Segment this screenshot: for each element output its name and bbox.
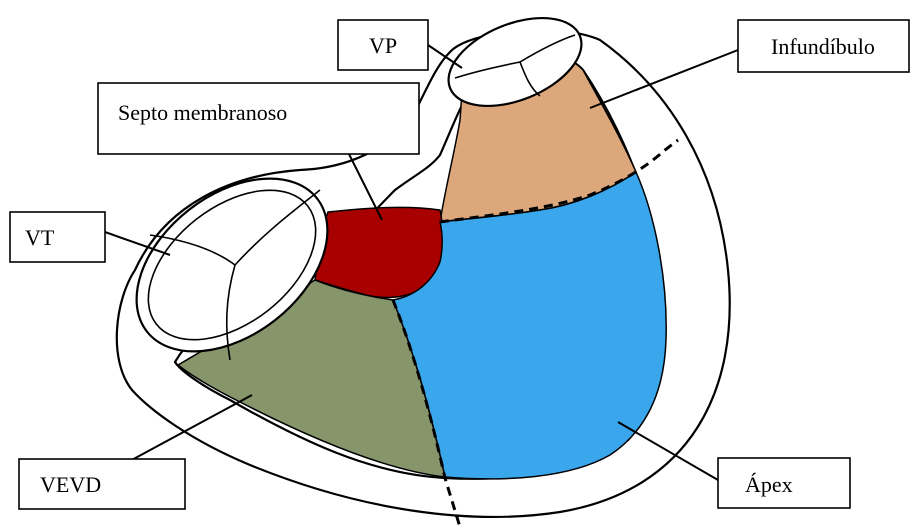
- apex-label-text: Ápex: [745, 472, 793, 497]
- septo-label: Septo membranoso: [98, 83, 419, 154]
- vp-label: VP: [338, 20, 428, 70]
- vevd-label: VEVD: [19, 459, 185, 509]
- vt-label: VT: [10, 212, 105, 262]
- infundibulo-label: Infundíbulo: [738, 20, 909, 72]
- septo-label-text: Septo membranoso: [118, 100, 287, 125]
- vp-label-text: VP: [369, 33, 397, 58]
- infundibulo-label-text: Infundíbulo: [771, 34, 875, 59]
- septo-membranoso-region: [315, 207, 443, 297]
- vevd-label-text: VEVD: [40, 472, 101, 497]
- vt-label-text: VT: [25, 225, 55, 250]
- apex-label: Ápex: [718, 458, 850, 508]
